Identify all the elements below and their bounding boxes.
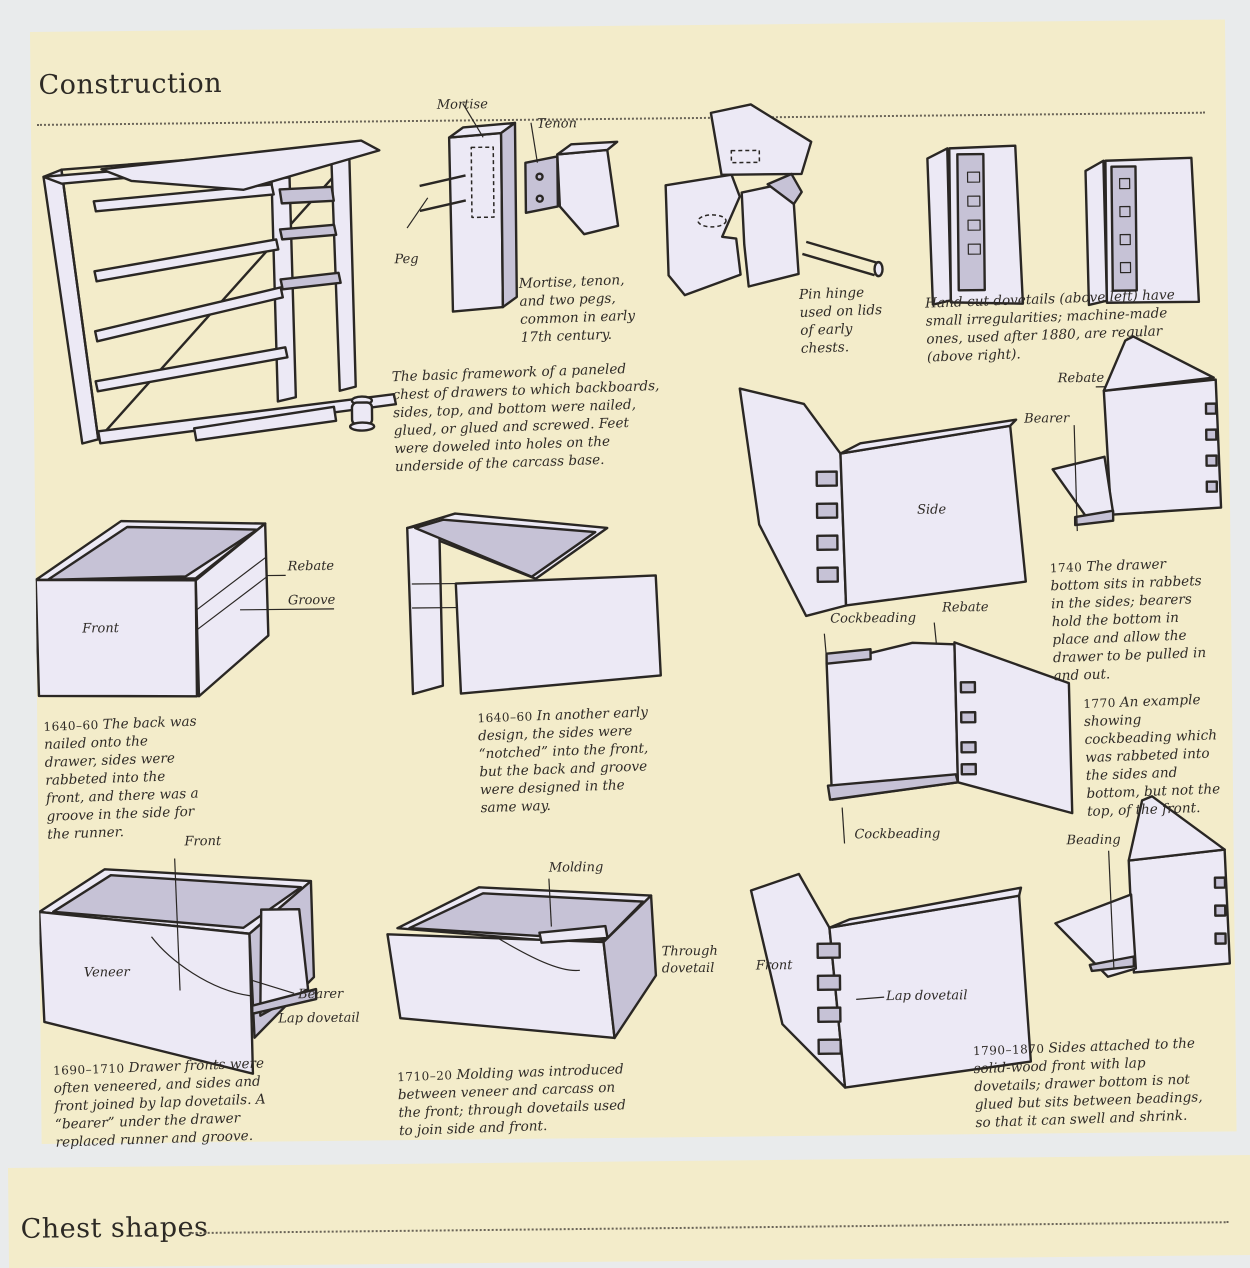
caption-dovetails: Hand-cut dovetails (above left) have sma…: [925, 286, 1177, 367]
caption-year: 1710–20: [397, 1068, 453, 1084]
label-side: Side: [917, 502, 946, 517]
label-lap-dovetail: Lap dovetail: [278, 1011, 359, 1027]
label-cockbeading-top: Cockbeading: [830, 611, 916, 627]
drawer-1640b-drawing: [407, 511, 661, 694]
label-rebate-right: Rebate: [1058, 371, 1105, 386]
book-page-next: Chest shapes: [8, 1155, 1250, 1268]
caption-mortise: Mortise, tenon, and two pegs, common in …: [519, 270, 647, 346]
pin-hinge-drawing: [665, 103, 883, 295]
drawer-1790-drawing: [1054, 795, 1230, 977]
label-groove: Groove: [288, 593, 335, 608]
label-molding: Molding: [549, 860, 604, 876]
label-through-dovetail: Through dovetail: [662, 943, 722, 978]
caption-year: 1790–1870: [973, 1042, 1045, 1058]
caption-pin-hinge: Pin hinge used on lids of early chests.: [799, 283, 893, 358]
label-veneer: Veneer: [84, 965, 130, 980]
label-bearer: Bearer: [298, 987, 343, 1002]
drawer-1740-drawing: [1051, 336, 1221, 532]
drawer-1640a-drawing: [35, 519, 335, 698]
heading-divider: [189, 1221, 1229, 1234]
drawer-1690-drawing: [39, 857, 317, 1076]
label-bearer-right: Bearer: [1024, 411, 1069, 426]
caption-year: 1640–60: [477, 709, 533, 725]
caption-text: An example showing cockbeading which was…: [1084, 692, 1221, 820]
chest-frame-drawing: [43, 140, 396, 444]
label-mortise: Mortise: [437, 97, 488, 113]
label-beading: Beading: [1066, 833, 1120, 849]
label-front-lap: Front: [756, 958, 793, 973]
label-front: Front: [82, 621, 119, 636]
caption-framework: The basic framework of a paneled chest o…: [392, 359, 668, 476]
label-rebate-mid: Rebate: [942, 600, 989, 615]
label-cockbeading-bottom: Cockbeading: [854, 827, 940, 843]
label-rebate: Rebate: [288, 559, 335, 574]
drawer-1710-drawing: [387, 878, 657, 1041]
book-page: Construction: [30, 19, 1237, 1143]
section-heading-chest-shapes: Chest shapes: [20, 1212, 208, 1245]
caption-year: 1770: [1083, 696, 1116, 711]
caption-year: 1740: [1050, 560, 1083, 575]
label-tenon: Tenon: [537, 116, 577, 131]
caption-text: The drawer bottom sits in rabbets in the…: [1050, 556, 1206, 684]
caption-year: 1690–1710: [53, 1061, 125, 1077]
label-lap-dovetail-right: Lap dovetail: [886, 988, 967, 1004]
side-dovetail-drawing: [740, 386, 1026, 617]
dovetail-samples-drawing: [927, 144, 1199, 307]
caption-year: 1640–60: [43, 718, 99, 734]
label-peg: Peg: [394, 252, 418, 267]
drawer-1770-drawing: [824, 621, 1072, 844]
